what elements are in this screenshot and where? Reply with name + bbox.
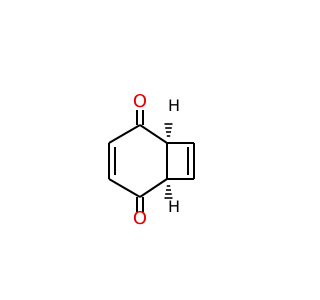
- bond-c5-c6: [139, 178, 168, 198]
- bond-c4-c5: [108, 178, 141, 198]
- hashed-bond-bottom: [164, 185, 173, 199]
- bond-c1-c2: [139, 124, 168, 144]
- molecule-drawing: O O H H: [108, 91, 195, 229]
- bond-c2-c3: [108, 124, 141, 144]
- oxygen-label-bottom: O: [133, 208, 147, 229]
- hydrogen-label-top: H: [168, 96, 180, 115]
- hashed-bond-top: [164, 123, 173, 137]
- hydrogen-label-bottom: H: [168, 197, 180, 216]
- oxygen-label-top: O: [133, 91, 147, 112]
- molecule-canvas: O O H H: [108, 91, 195, 229]
